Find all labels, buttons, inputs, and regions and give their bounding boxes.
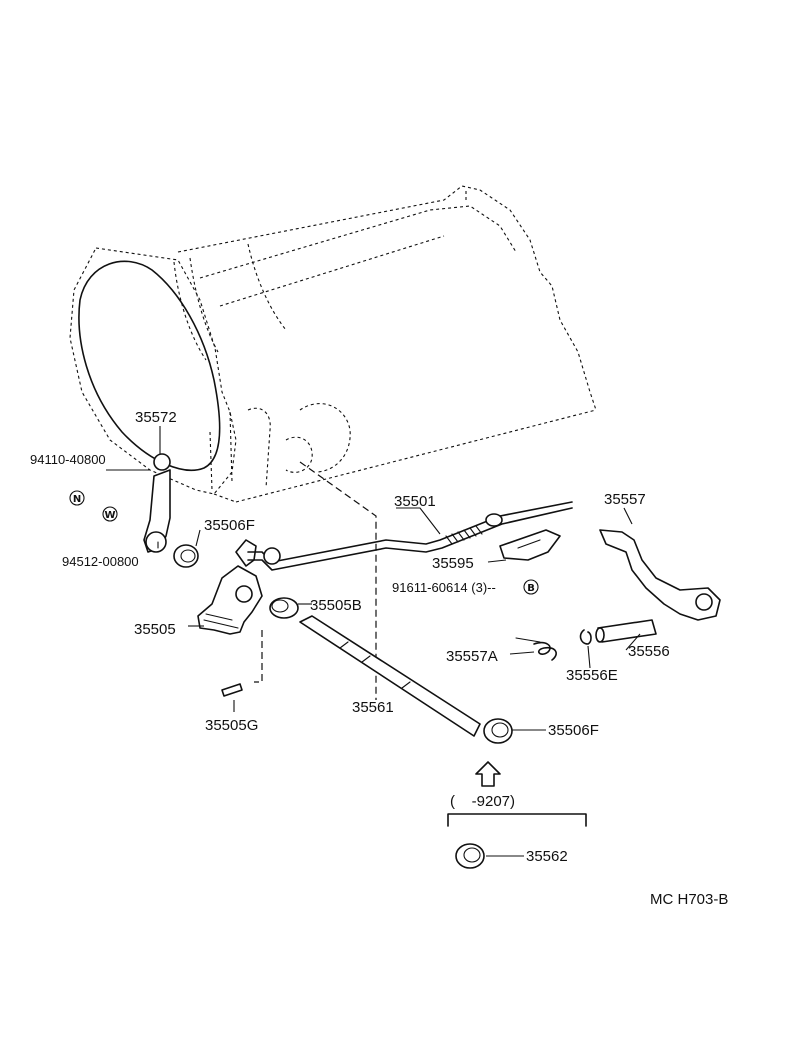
transmission-housing [69, 185, 597, 503]
assembly-leader-line-2 [254, 630, 263, 683]
svg-text:N: N [73, 494, 81, 505]
svg-text:W: W [104, 510, 115, 521]
part-35561-shaft [299, 615, 481, 737]
part-35556-pin [595, 619, 657, 643]
part-35562-seal [455, 843, 485, 869]
circle-b-icon: B [523, 579, 539, 595]
part-35505-detent-lever [197, 539, 263, 635]
label-94512-00800: 94512-00800 [62, 554, 139, 569]
part-35505G-pin [221, 683, 243, 697]
leader-lines [106, 426, 641, 857]
label-35562: 35562 [526, 848, 568, 865]
label-35506F-bottom: 35506F [548, 722, 599, 739]
date-range-bracket [447, 813, 587, 827]
part-35505B-bushing [269, 597, 299, 619]
part-35595-bracket [499, 529, 561, 561]
up-arrow-icon [475, 761, 501, 787]
label-35557A: 35557A [446, 648, 498, 665]
svg-text:B: B [527, 583, 535, 594]
label-35557: 35557 [604, 491, 646, 508]
part-35506F-seal-top [173, 544, 199, 568]
label-35506F-top: 35506F [204, 517, 255, 534]
label-35595: 35595 [432, 555, 474, 572]
label-35561: 35561 [352, 699, 394, 716]
label-35505G: 35505G [205, 717, 258, 734]
label-94110-40800: 94110-40800 [30, 452, 106, 467]
label-35501: 35501 [394, 493, 436, 510]
label-35556E: 35556E [566, 667, 618, 684]
part-35557-lever [599, 529, 721, 621]
part-35501-control-rod [247, 501, 573, 571]
part-35506F-seal-bottom [483, 718, 513, 744]
circle-w-icon: W [102, 506, 118, 522]
label-35572: 35572 [135, 409, 177, 426]
label-35556: 35556 [628, 643, 670, 660]
label-date-range: ( -9207) [450, 793, 515, 810]
label-35505B: 35505B [310, 597, 362, 614]
assembly-leader-line [299, 461, 377, 700]
circle-n-icon: N [69, 490, 85, 506]
label-91611-60614: 91611-60614 (3)-- [392, 580, 496, 595]
label-35505: 35505 [134, 621, 176, 638]
part-35557A-spring [515, 637, 557, 661]
part-35572-lever [143, 453, 171, 553]
part-35556E-clip [579, 629, 592, 645]
diagram-code: MC H703-B [650, 891, 728, 908]
